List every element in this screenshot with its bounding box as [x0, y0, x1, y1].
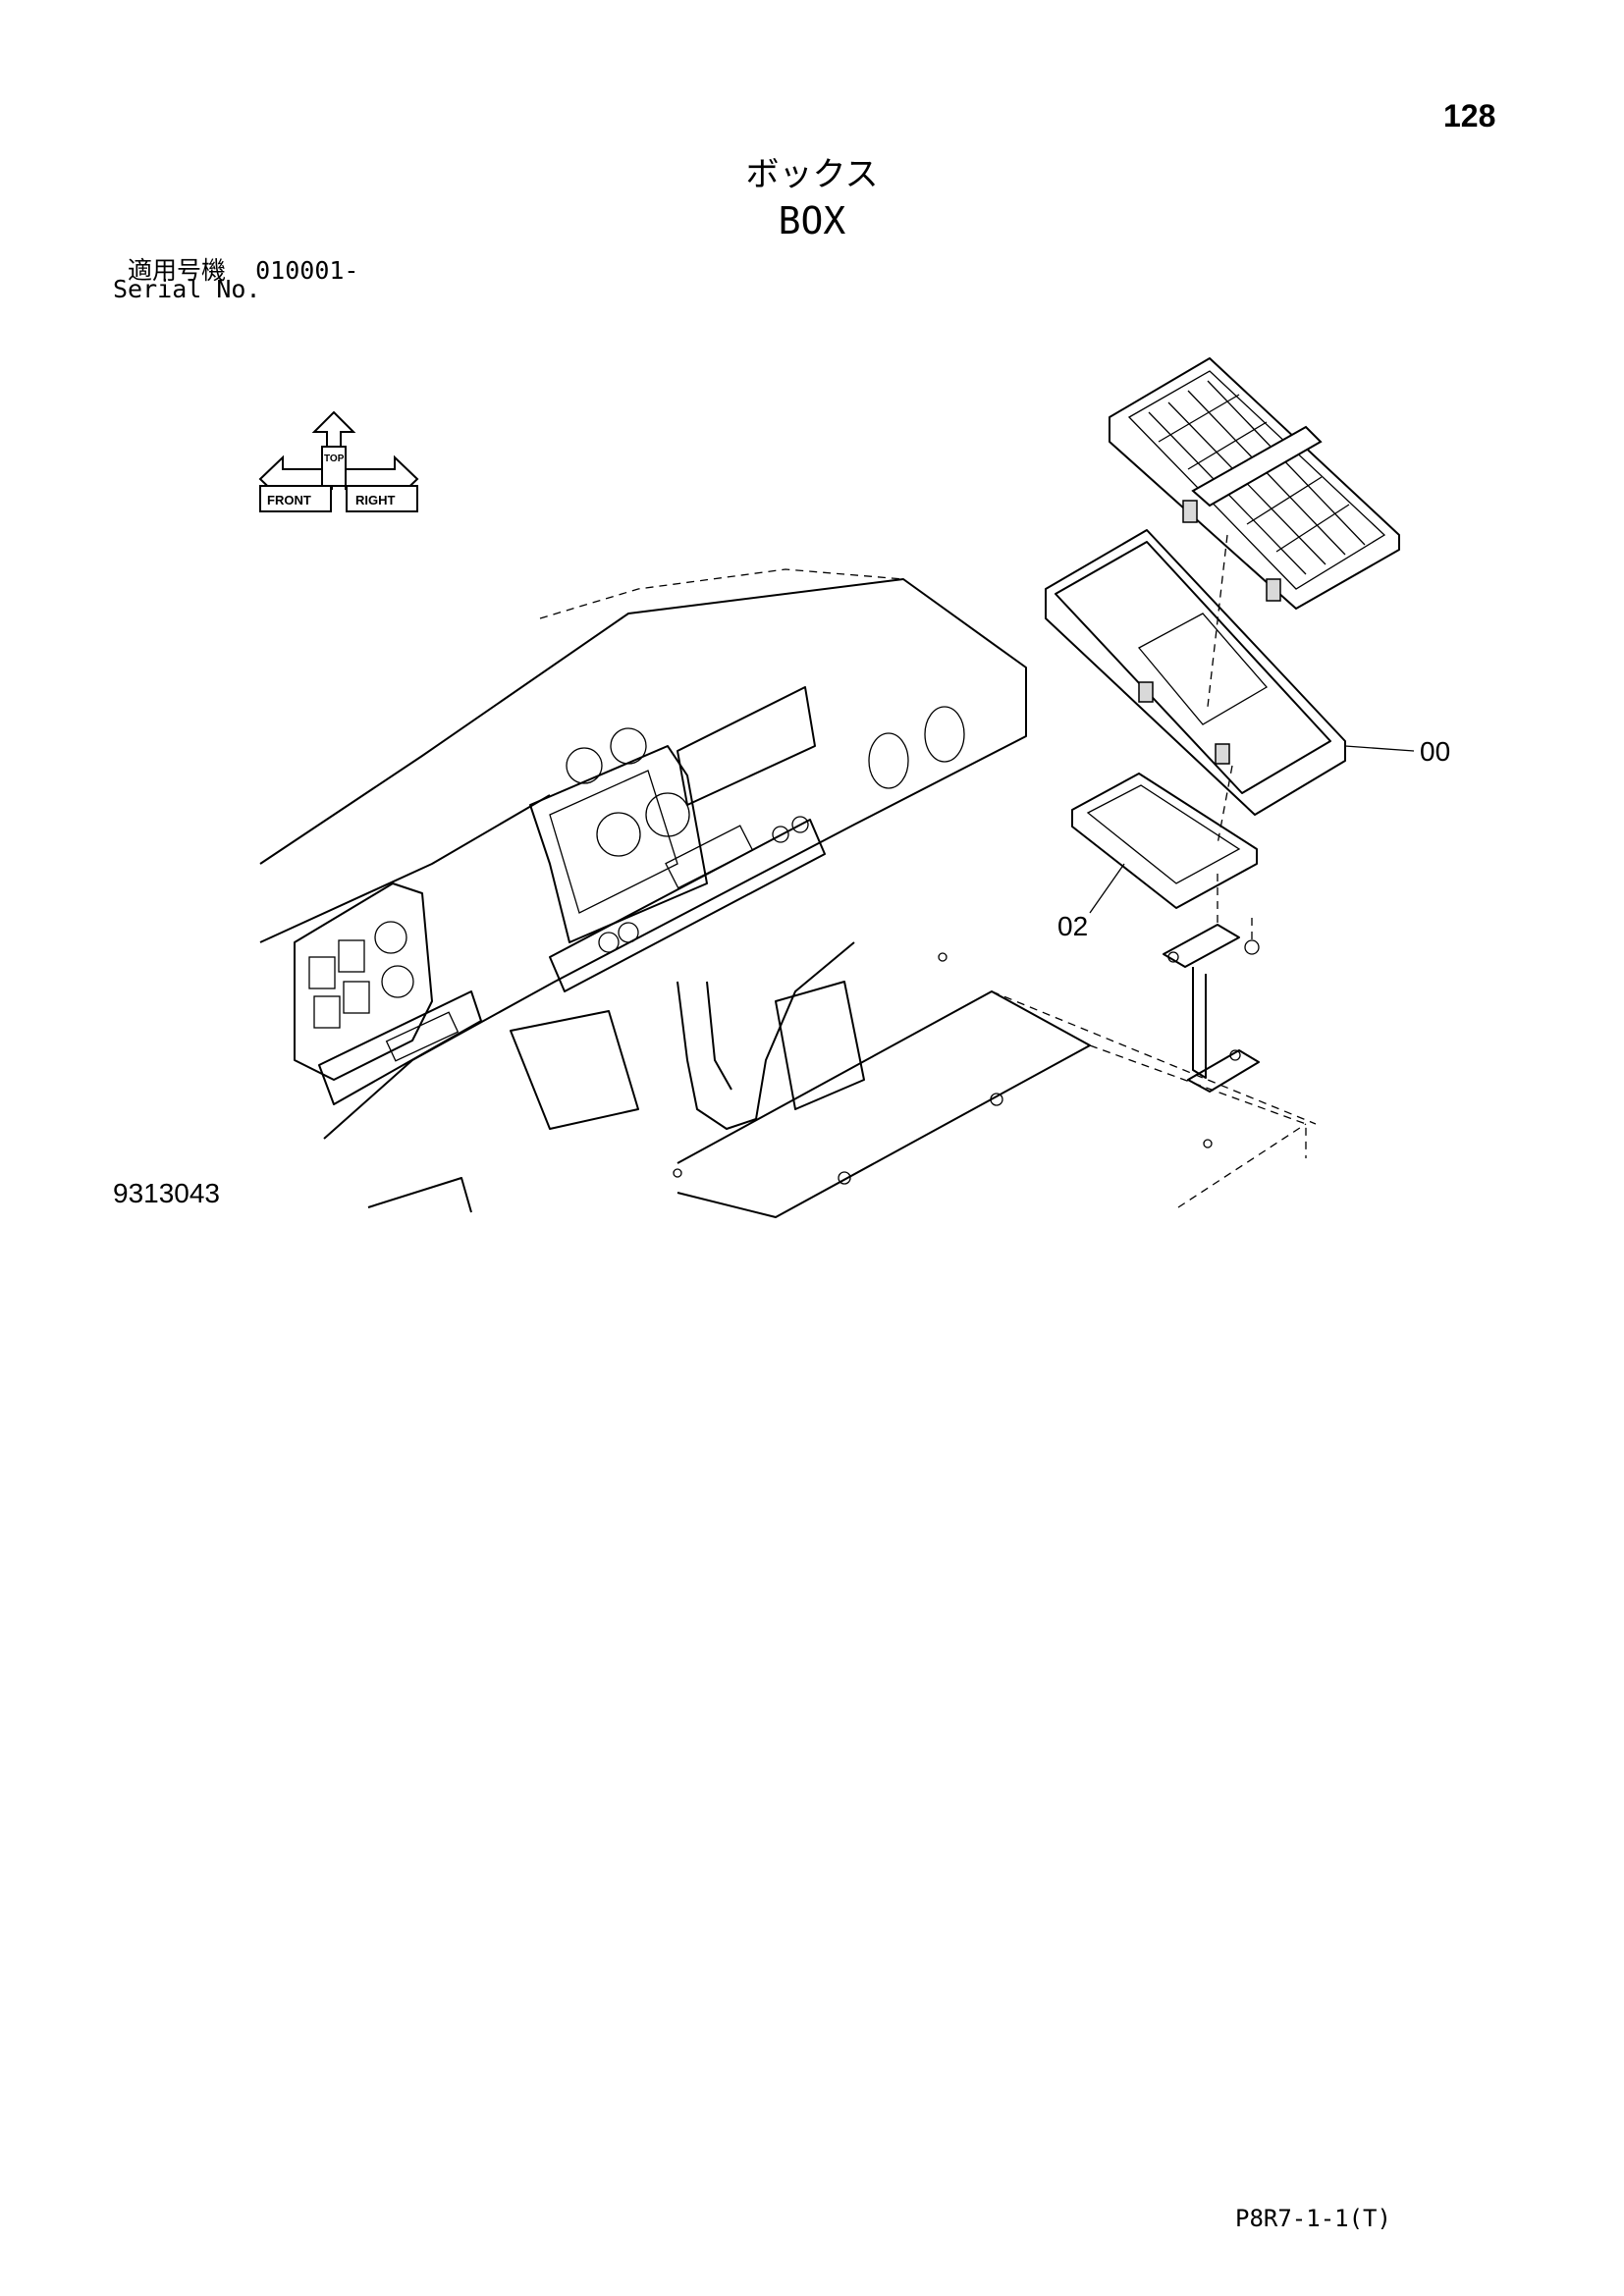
- footer-code: P8R7-1-1(T): [1235, 2205, 1391, 2232]
- box-tray: [1045, 529, 1415, 816]
- floor-plate: [367, 952, 1317, 1218]
- serial-label-english: Serial No.: [113, 275, 261, 303]
- rubber-mat: [1071, 765, 1258, 914]
- direction-right-label: RIGHT: [355, 493, 396, 507]
- mounting-bracket: [1163, 874, 1260, 1093]
- direction-indicator: FRONT RIGHT TOP: [258, 410, 419, 512]
- console-body: [259, 568, 1027, 1140]
- page-title-japanese: ボックス: [745, 155, 879, 194]
- serial-label-japanese: 適用号機: [128, 256, 227, 285]
- serial-value: 010001-: [255, 256, 359, 285]
- callout-item-00: 00: [1420, 736, 1451, 767]
- callout-item-02: 02: [1057, 911, 1089, 941]
- page-number: 128: [1443, 98, 1496, 133]
- direction-front-label: FRONT: [267, 493, 311, 507]
- serial-applicability: 適用号機 010001-: [128, 251, 358, 287]
- page-title-english: BOX: [778, 199, 846, 242]
- direction-top-label: TOP: [324, 454, 345, 464]
- figure-number: 9313043: [113, 1178, 221, 1208]
- box-lid: [1109, 357, 1400, 610]
